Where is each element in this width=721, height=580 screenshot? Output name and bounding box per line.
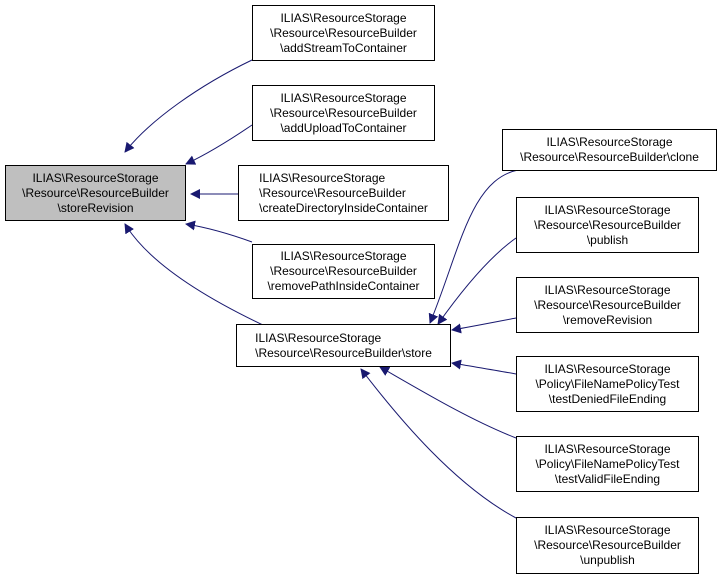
edge-store-to-store-revision <box>124 223 266 327</box>
node-label: ILIAS\ResourceStorage \Resource\Resource… <box>267 249 420 293</box>
node-store-revision: ILIAS\ResourceStorage \Resource\Resource… <box>5 165 186 221</box>
edge-add-upload-to-store-revision <box>185 124 253 165</box>
node-label: ILIAS\ResourceStorage \Resource\Resource… <box>259 170 428 215</box>
edge-test-valid-to-store <box>379 366 517 439</box>
node-add-stream-to-container[interactable]: ILIAS\ResourceStorage \Resource\Resource… <box>252 5 435 61</box>
node-label: ILIAS\ResourceStorage \Policy\FileNamePo… <box>535 361 680 406</box>
edge-publish-to-store <box>437 237 517 325</box>
node-clone[interactable]: ILIAS\ResourceStorage \Resource\Resource… <box>502 129 717 171</box>
node-label: ILIAS\ResourceStorage \Policy\FileNamePo… <box>535 441 680 486</box>
node-add-upload-to-container[interactable]: ILIAS\ResourceStorage \Resource\Resource… <box>252 85 435 141</box>
node-label: ILIAS\ResourceStorage \Resource\Resource… <box>534 202 681 247</box>
node-label: ILIAS\ResourceStorage \Resource\Resource… <box>270 90 417 135</box>
node-remove-path-inside-container[interactable]: ILIAS\ResourceStorage \Resource\Resource… <box>252 244 435 299</box>
edge-add-stream-to-store-revision <box>124 59 253 153</box>
edge-unpublish-to-store <box>360 368 517 519</box>
node-unpublish[interactable]: ILIAS\ResourceStorage \Resource\Resource… <box>516 517 699 574</box>
node-label: ILIAS\ResourceStorage \Resource\Resource… <box>534 523 681 567</box>
node-create-directory-inside-container[interactable]: ILIAS\ResourceStorage \Resource\Resource… <box>238 165 449 221</box>
node-label: ILIAS\ResourceStorage \Resource\Resource… <box>520 135 699 164</box>
edge-remove-revision-to-store <box>451 317 517 334</box>
node-test-denied-file-ending[interactable]: ILIAS\ResourceStorage \Policy\FileNamePo… <box>516 356 699 412</box>
node-label: ILIAS\ResourceStorage \Resource\Resource… <box>255 330 432 360</box>
node-label: ILIAS\ResourceStorage \Resource\Resource… <box>534 282 681 327</box>
node-test-valid-file-ending[interactable]: ILIAS\ResourceStorage \Policy\FileNamePo… <box>516 436 699 492</box>
edge-remove-path-to-store-revision <box>185 220 253 243</box>
node-publish[interactable]: ILIAS\ResourceStorage \Resource\Resource… <box>516 197 699 253</box>
node-label: ILIAS\ResourceStorage \Resource\Resource… <box>270 10 417 55</box>
edge-clone-to-store <box>428 169 519 324</box>
edge-test-denied-to-store <box>451 359 517 375</box>
node-store[interactable]: ILIAS\ResourceStorage \Resource\Resource… <box>236 324 451 367</box>
node-label: ILIAS\ResourceStorage \Resource\Resource… <box>22 170 169 215</box>
node-remove-revision[interactable]: ILIAS\ResourceStorage \Resource\Resource… <box>516 277 699 333</box>
